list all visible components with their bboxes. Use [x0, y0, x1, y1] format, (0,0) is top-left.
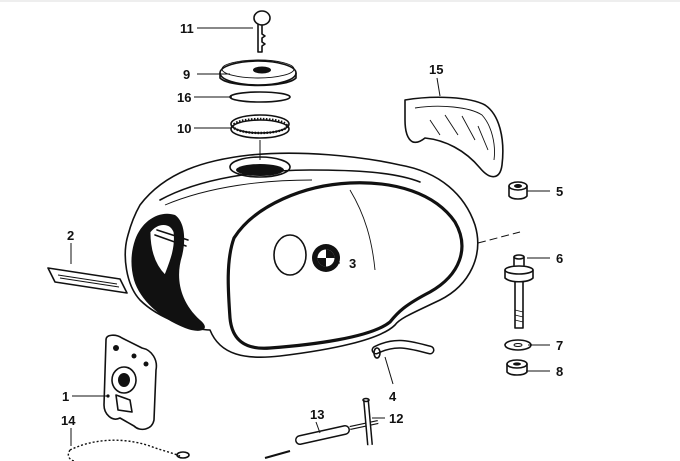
t-piece [349, 397, 379, 446]
callout-labels: 11 9 16 10 15 5 6 7 8 3 2 1 4 13 12 14 [61, 21, 563, 428]
washer [504, 339, 532, 351]
callout-13: 13 [310, 407, 324, 422]
callout-15: 15 [429, 62, 443, 77]
callout-6: 6 [556, 251, 563, 266]
leader-dots [106, 190, 551, 398]
callout-4: 4 [389, 389, 397, 404]
key [253, 10, 271, 53]
leader-lines [70, 27, 550, 446]
hex-nut [506, 359, 528, 376]
stud-bolt [504, 254, 534, 329]
filler-ring [230, 114, 290, 139]
callout-3: 3 [349, 256, 356, 271]
chain [67, 439, 190, 461]
callout-16: 16 [177, 90, 191, 105]
hose-piece [264, 425, 350, 459]
callout-7: 7 [556, 338, 563, 353]
gasket [229, 91, 291, 103]
fuel-tap [103, 334, 158, 431]
knee-pad [404, 96, 504, 178]
callout-10: 10 [177, 121, 191, 136]
callout-14: 14 [61, 413, 76, 428]
callout-5: 5 [556, 184, 563, 199]
fuel-hose [371, 339, 435, 359]
callout-12: 12 [389, 411, 403, 426]
callout-2: 2 [67, 228, 74, 243]
filler-cap [219, 59, 297, 87]
callout-11: 11 [180, 21, 194, 36]
callout-8: 8 [556, 364, 563, 379]
fuel-tank [124, 152, 521, 359]
callout-9: 9 [183, 67, 190, 82]
callout-1: 1 [62, 389, 69, 404]
rubber-strip [47, 267, 128, 294]
bmw-emblem [312, 244, 340, 272]
knurled-nut [508, 181, 528, 200]
